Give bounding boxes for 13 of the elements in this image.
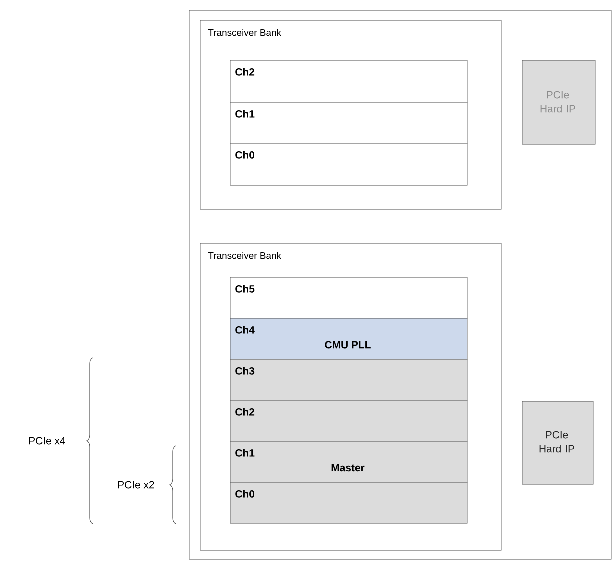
channel-row: Ch3: [230, 359, 468, 401]
channel-row: Ch0: [230, 482, 468, 524]
ip-block: PCIe Hard IP: [522, 60, 596, 145]
brace-label: PCIe x2: [118, 481, 154, 489]
channel-row: Ch0: [230, 143, 468, 186]
channel-row: Ch1 Master: [230, 441, 468, 483]
brace-label: PCIe x4: [29, 437, 66, 445]
channel-row: Ch2: [230, 60, 468, 103]
channel-row: Ch1: [230, 102, 468, 144]
channel-row: Ch5: [230, 277, 468, 319]
ip-block: PCIe Hard IP: [522, 401, 594, 485]
channel-row: Ch4 CMU PLL: [230, 318, 468, 360]
channel-row: Ch2: [230, 400, 468, 442]
